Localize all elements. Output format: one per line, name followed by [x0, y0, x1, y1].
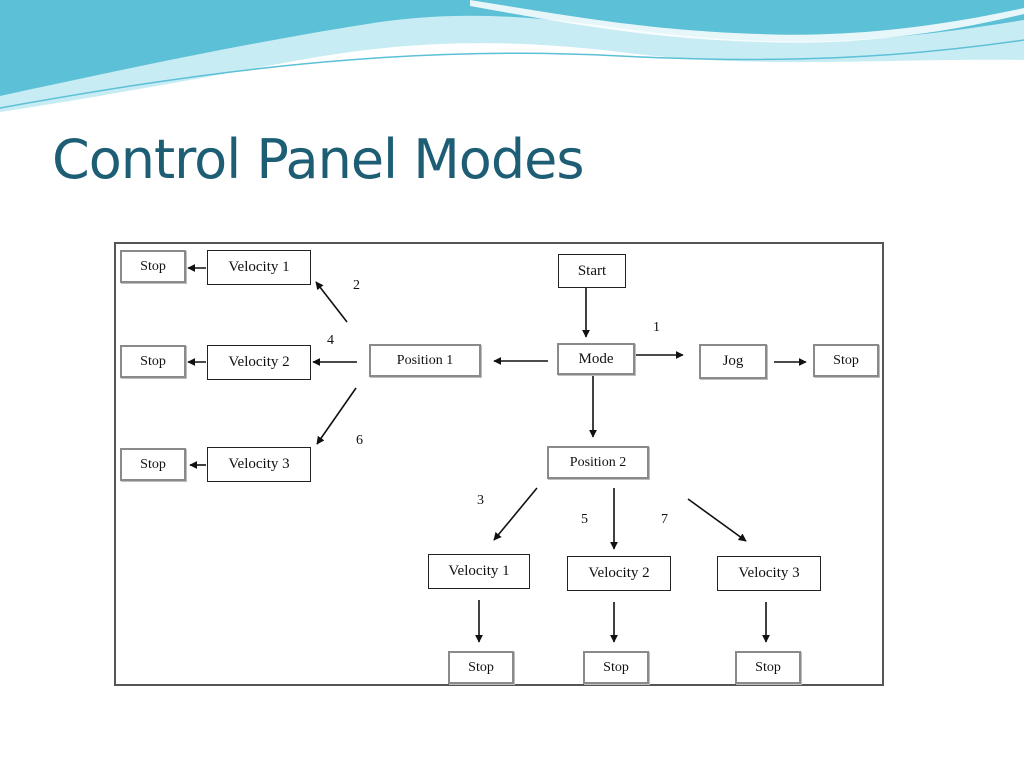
node-p2-velocity2: Velocity 2: [567, 556, 671, 591]
node-p2-velocity1: Velocity 1: [428, 554, 530, 589]
edge-label-p1-to-v1: 2: [353, 278, 360, 293]
wave-line: [0, 39, 1024, 109]
arrow-position2-to-velocity3: [687, 498, 747, 542]
node-p2-velocity3: Velocity 3: [717, 556, 821, 591]
edge-label-p1-to-v2: 4: [327, 333, 334, 348]
edge-label-p1-to-v3: 6: [356, 433, 363, 448]
edge-label-p2-to-v1: 3: [477, 493, 484, 508]
node-p1-velocity1: Velocity 1: [207, 250, 311, 285]
node-p1-stop3: Stop: [120, 448, 186, 481]
wave-dark-band: [0, 0, 1024, 96]
node-p1-stop2: Stop: [120, 345, 186, 378]
slide-title: Control Panel Modes: [52, 128, 584, 191]
node-jog: Jog: [699, 344, 767, 379]
node-stop-jog: Stop: [813, 344, 879, 377]
node-position1: Position 1: [369, 344, 481, 377]
diagram-arrows: [187, 264, 807, 643]
node-p1-velocity3: Velocity 3: [207, 447, 311, 482]
arrow-position2-to-velocity1: [493, 487, 538, 541]
arrow-position2-to-velocity3-gap: [678, 491, 687, 499]
node-mode: Mode: [557, 343, 635, 375]
arrow-position1-to-velocity3: [316, 387, 357, 445]
wave-white-streak: [470, 0, 1024, 43]
mode-flow-diagram: Start Mode Jog Stop Position 1 Velocity …: [114, 242, 884, 686]
node-start: Start: [558, 254, 626, 288]
node-p1-stop1: Stop: [120, 250, 186, 283]
node-p2-stop2: Stop: [583, 651, 649, 684]
edge-label-p2-to-v3: 7: [661, 512, 668, 527]
node-p2-stop3: Stop: [735, 651, 801, 684]
edge-label-p2-to-v2: 5: [581, 512, 588, 527]
edge-label-mode-to-jog: 1: [653, 320, 660, 335]
node-p1-velocity2: Velocity 2: [207, 345, 311, 380]
header-wave-decoration: [0, 0, 1024, 112]
node-position2: Position 2: [547, 446, 649, 479]
node-p2-stop1: Stop: [448, 651, 514, 684]
arrow-position1-to-velocity1: [315, 281, 348, 323]
